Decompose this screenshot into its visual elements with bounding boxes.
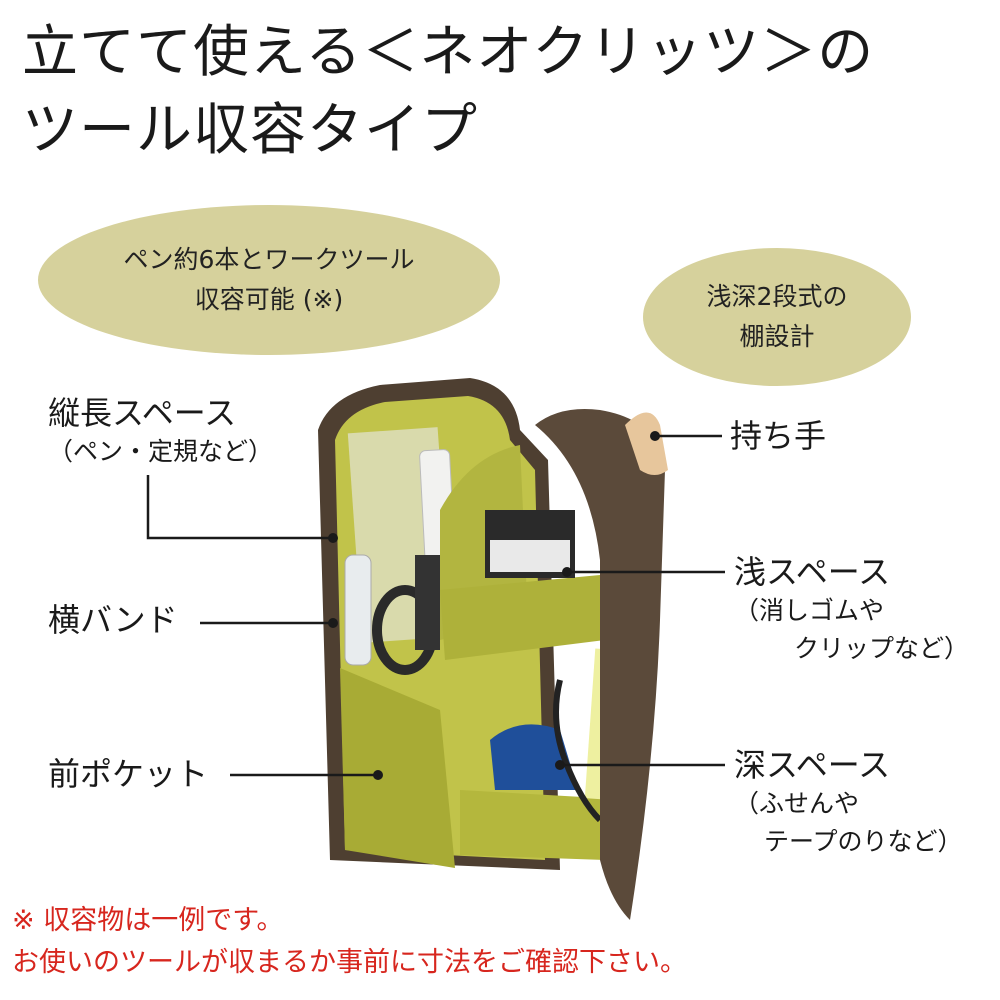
title-line-1: 立てて使える＜ネオクリッツ＞の [22, 20, 875, 85]
cable [553, 679, 603, 823]
label-deep-space: 深スペース （ふせんや テープのりなど） [734, 745, 963, 861]
disclaimer-note: ※ 収容物は一例です。 お使いのツールが収まるか事前に寸法をご確認下さい。 [12, 900, 687, 984]
vertical-space-sub: （ペン・定規など） [48, 437, 274, 466]
label-side-band: 横バンド [48, 600, 178, 640]
tape-dispenser [490, 724, 578, 790]
front-pocket-shape [340, 668, 455, 868]
handle-tab [625, 412, 668, 475]
label-vertical-space: 縦長スペース （ペン・定規など） [48, 393, 273, 471]
front-pocket-title: 前ポケット [48, 755, 209, 793]
disclaimer-line-2: お使いのツールが収まるか事前に寸法をご確認下さい。 [12, 947, 687, 978]
deep-shelf [460, 790, 605, 860]
shelf-bubble-line-1: 浅深2段式の [706, 282, 848, 311]
disclaimer-line-1: ※ 収容物は一例です。 [12, 905, 284, 936]
handle-title: 持ち手 [730, 417, 827, 455]
title-line-2: ツール収容タイプ [22, 98, 478, 163]
label-front-pocket: 前ポケット [48, 754, 208, 794]
deep-space-sub-1: （ふせんや [734, 789, 860, 818]
shelf-bubble-line-2: 棚設計 [739, 322, 815, 351]
deep-space-sub-2: テープのりなど） [764, 827, 963, 856]
vertical-space-title: 縦長スペース [48, 394, 237, 432]
shallow-space-sub-2: クリップなど） [794, 634, 970, 663]
page-title: 立てて使える＜ネオクリッツ＞の ツール収容タイプ [22, 14, 874, 170]
capacity-bubble-line-2: 収容可能 (※) [194, 285, 344, 314]
scissors-blade [415, 555, 440, 650]
deep-space-title: 深スペース [734, 746, 891, 784]
shelf-bubble: 浅深2段式の 棚設計 [643, 248, 911, 386]
glue-tube [344, 554, 372, 666]
capacity-bubble-line-1: ペン約6本とワークツール [123, 245, 415, 274]
side-band-title: 横バンド [48, 601, 178, 639]
lid-flap [535, 409, 665, 920]
shallow-space-sub-1: （消しゴムや [734, 596, 885, 625]
shallow-space-title: 浅スペース [734, 553, 891, 591]
label-handle: 持ち手 [730, 416, 826, 456]
label-shallow-space: 浅スペース （消しゴムや クリップなど） [734, 552, 969, 668]
capacity-bubble: ペン約6本とワークツール 収容可能 (※) [38, 205, 500, 355]
eraser-label [490, 540, 570, 572]
leader-vertical-space [146, 475, 333, 540]
shallow-shelf [440, 575, 605, 660]
